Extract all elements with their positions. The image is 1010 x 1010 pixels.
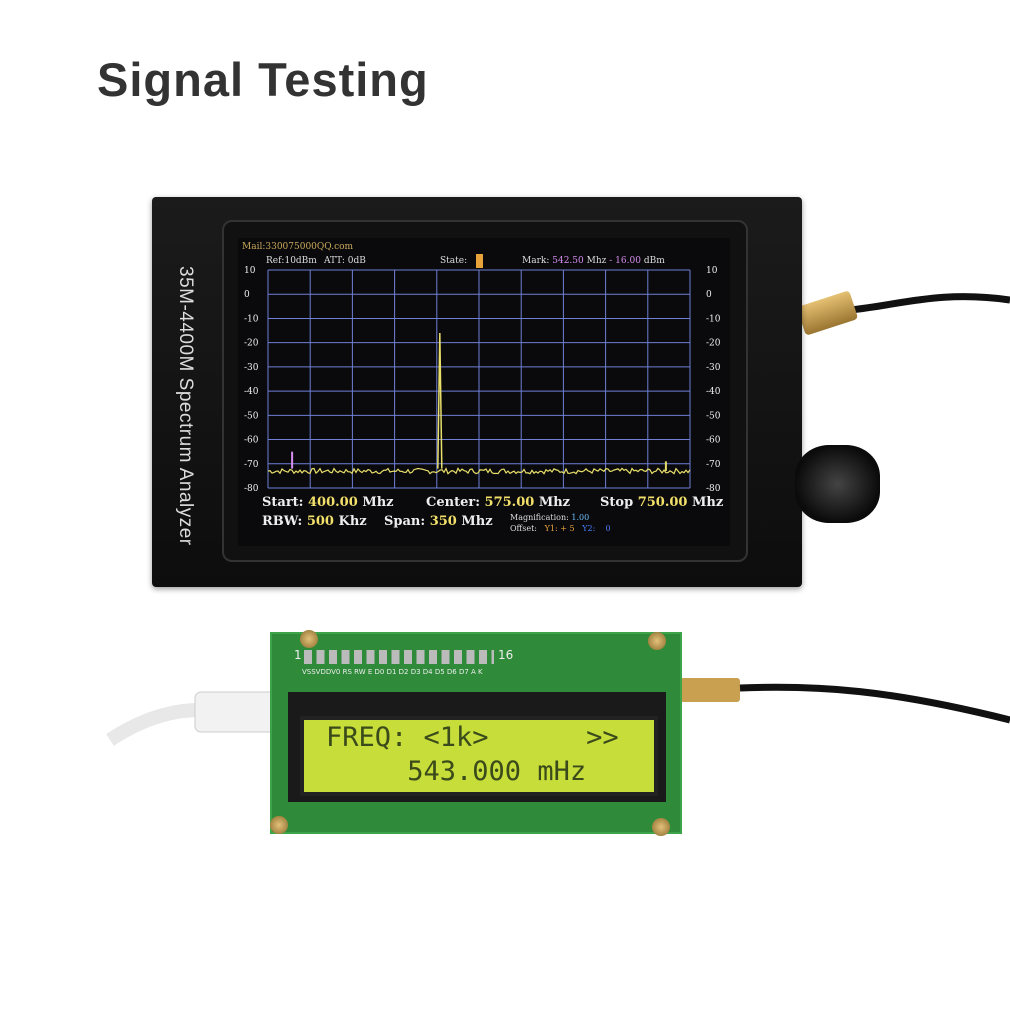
ref-level: Ref:10dBm [266,256,317,266]
y-tick-right: -60 [706,436,721,446]
screw [648,632,666,650]
stop-freq: Stop 750.00 Mhz [600,495,724,510]
y-tick-left: -80 [244,484,259,494]
y-tick-right: -20 [706,339,721,349]
analyzer-display: Mail:330075000QQ.com Ref:10dBm ATT: 0dB … [238,238,730,546]
y-tick-left: -40 [244,387,259,397]
y-tick-left: -70 [244,460,259,470]
mail-text: Mail:330075000QQ.com [242,242,354,252]
rf-cable-lcd [680,678,1010,724]
pin-header [304,650,494,664]
mark-label: Mark: [522,256,550,266]
offset: Offset: Y1: + 5 Y2: 0 [510,524,611,533]
y-tick-left: -50 [244,411,259,421]
screw [300,630,318,648]
y-tick-left: -20 [244,339,259,349]
center-freq: Center: 575.00 Mhz [426,495,571,510]
y-tick-right: -50 [706,411,721,421]
pause-icon [476,254,483,268]
mark-unit: Mhz [586,256,607,266]
start-freq: Start: 400.00 Mhz [262,495,394,510]
pin-labels: VSSVDDV0 RS RW E D0 D1 D2 D3 D4 D5 D6 D7… [302,668,483,676]
rf-cable [849,293,1010,314]
y-tick-right: 0 [706,290,712,300]
screw [652,818,670,836]
noise-trace [267,467,691,475]
attenuation: ATT: 0dB [324,256,366,266]
y-tick-right: 10 [706,266,718,276]
span: Span: 350 Mhz [384,514,493,529]
rbw: RBW: 500 Khz [262,514,367,529]
screw [270,816,288,834]
y-tick-right: -70 [706,460,721,470]
character-lcd: FREQ: <1k> >> 543.000 mHz [300,716,658,796]
page-title: Signal Testing [97,53,429,106]
lcd-line-1: FREQ: <1k> >> [326,722,619,753]
y-tick-left: -30 [244,363,259,373]
mark-level: - 16.00 [609,256,641,266]
y-tick-left: 10 [244,266,256,276]
y-tick-left: -60 [244,436,259,446]
y-tick-right: -80 [706,484,721,494]
pin-1-label: 1 [294,648,302,662]
y-tick-right: -40 [706,387,721,397]
y-tick-left: -10 [244,314,259,324]
mark-freq: 542.50 [552,256,584,266]
spectrum-plot: 10 10 0 0 -10 -10 -20 -20 -30 -30 -40 -40 -50 -50 -60 -… [244,266,721,494]
state-label: State: [440,256,468,266]
marker-readout: Mark: 542.50 Mhz - 16.00 dBm [522,256,665,266]
peak-trace [437,332,443,469]
y-tick-right: -10 [706,314,721,324]
lcd-line-2: 543.000 mHz [326,756,587,787]
mark-level-unit: dBm [643,256,665,266]
rotary-knob[interactable] [795,445,880,523]
y-tick-right: -30 [706,363,721,373]
pin-16-label: 16 [498,648,514,662]
magnification: Magnification: 1.00 [510,513,590,522]
device-side-label: 35M-4400M Spectrum Analyzer [175,266,196,546]
y-tick-left: 0 [244,290,250,300]
